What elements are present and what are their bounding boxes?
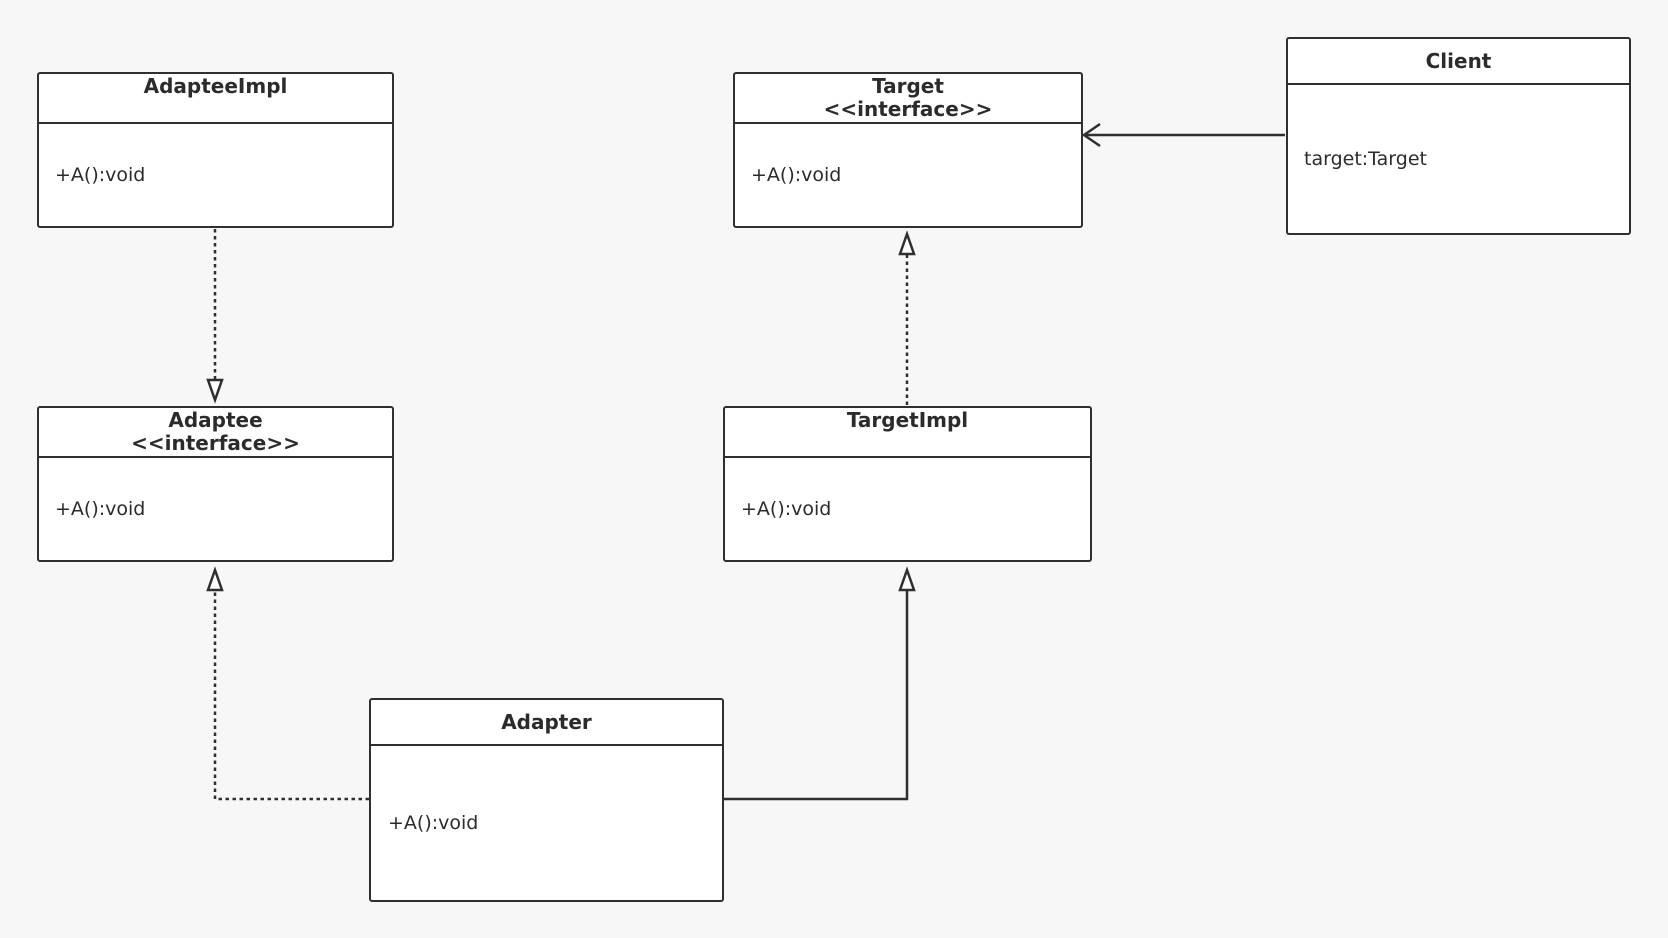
class-client[interactable]: Client target:Target — [1286, 37, 1631, 235]
class-members: +A():void — [39, 458, 392, 560]
class-name: AdapteeImpl — [143, 74, 288, 98]
class-member: +A():void — [55, 164, 146, 186]
class-name: Target — [872, 74, 944, 98]
class-stereotype: <<interface>> — [131, 431, 300, 455]
open-arrowhead-icon — [1081, 122, 1101, 148]
class-stereotype: <<interface>> — [823, 97, 993, 121]
class-name: Client — [1425, 48, 1492, 73]
relation-adapteeimpl-adaptee — [206, 229, 224, 404]
class-member: target:Target — [1304, 148, 1427, 170]
hollow-arrowhead-icon — [206, 566, 224, 592]
relation-targetimpl-target — [898, 230, 916, 405]
class-member: +A():void — [741, 498, 832, 520]
class-name: Adaptee — [168, 408, 263, 432]
class-adaptee[interactable]: Adaptee <<interface>> +A():void — [37, 406, 394, 562]
class-header: TargetImpl — [725, 408, 1090, 458]
class-name: TargetImpl — [846, 408, 969, 432]
class-members: +A():void — [39, 124, 392, 226]
class-header: Target <<interface>> — [735, 74, 1081, 124]
hollow-arrowhead-icon — [898, 230, 916, 256]
class-target[interactable]: Target <<interface>> +A():void — [733, 72, 1083, 228]
relation-adapter-adaptee — [206, 566, 369, 801]
class-name: Adapter — [501, 709, 592, 734]
class-adapter[interactable]: Adapter +A():void — [369, 698, 724, 902]
class-header: Client — [1288, 39, 1629, 85]
hollow-arrowhead-icon — [898, 566, 916, 592]
class-member: +A():void — [388, 812, 479, 834]
class-member: +A():void — [55, 498, 146, 520]
inheritance-line — [724, 590, 909, 801]
class-member: +A():void — [751, 164, 842, 186]
class-members: target:Target — [1288, 85, 1629, 233]
hollow-arrowhead-icon — [206, 378, 224, 404]
class-header: Adapter — [371, 700, 722, 746]
class-header: AdapteeImpl — [39, 74, 392, 124]
class-targetimpl[interactable]: TargetImpl +A():void — [723, 406, 1092, 562]
relation-adapter-targetimpl — [724, 566, 916, 801]
class-members: +A():void — [735, 124, 1081, 226]
class-header: Adaptee <<interface>> — [39, 408, 392, 458]
relation-client-target — [1081, 122, 1285, 148]
class-adapteeimpl[interactable]: AdapteeImpl +A():void — [37, 72, 394, 228]
realization-line — [213, 590, 369, 801]
class-members: +A():void — [725, 458, 1090, 560]
class-members: +A():void — [371, 746, 722, 900]
